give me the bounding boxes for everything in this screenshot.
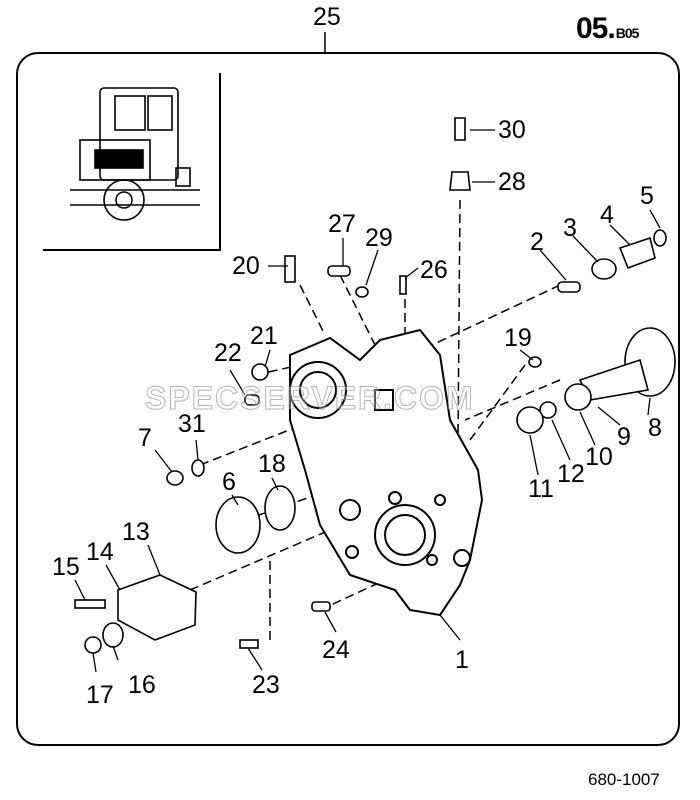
callout-27: 27 [328,210,356,238]
callout-24: 24 [322,636,350,664]
callout-15: 15 [52,553,80,581]
callout-9: 9 [617,423,631,451]
callout-30: 30 [498,116,526,144]
callout-25: 25 [313,3,341,31]
callout-13: 13 [122,518,150,546]
callout-20: 20 [232,252,260,280]
callout-31: 31 [178,410,206,438]
location-inset [43,73,221,251]
callout-22: 22 [214,339,242,367]
callout-7: 7 [138,424,152,452]
callout-19: 19 [504,324,532,352]
exploded-parts [74,117,676,654]
callout-2: 2 [530,228,544,256]
page-code-number: 05. [576,12,616,45]
leader-lines [74,129,661,673]
callout-28: 28 [498,168,526,196]
callout-6: 6 [222,468,236,496]
callout-16: 16 [128,671,156,699]
front-cover-housing [289,328,484,617]
callout-10: 10 [585,443,613,471]
callout-23: 23 [252,671,280,699]
callout-14: 14 [86,538,114,566]
callout-5: 5 [640,182,654,210]
diagram-frame [16,52,680,746]
watermark: SPECSERVER.COM [145,380,475,417]
callout-21: 21 [250,322,278,350]
callout-26: 26 [420,256,448,284]
callout-1: 1 [455,646,469,674]
truck-location-icon [70,87,200,221]
callout-29: 29 [365,224,393,252]
drawing-number: 680-1007 [588,770,660,789]
page-code-suffix: B05 [615,25,640,41]
callout-4: 4 [600,201,614,229]
callout-12: 12 [557,460,585,488]
callout-11: 11 [528,475,554,503]
callout-18: 18 [258,450,286,478]
callout-3: 3 [563,214,577,242]
callout-8: 8 [648,414,662,442]
page-code: 05.B05 [576,12,640,46]
callout-17: 17 [86,681,114,709]
